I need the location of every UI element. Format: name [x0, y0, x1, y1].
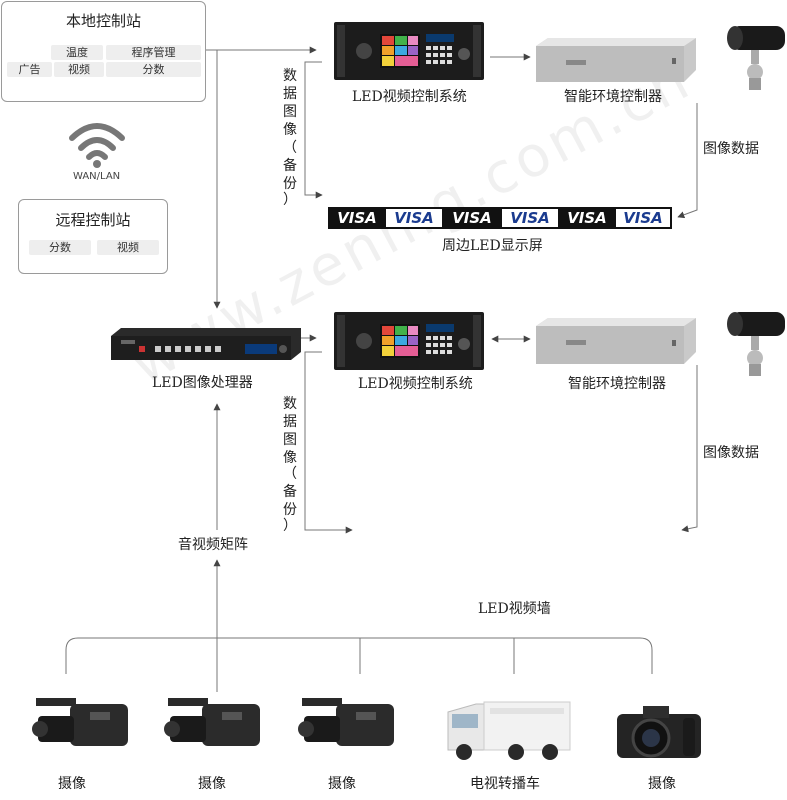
chip-remote-score: 分数 — [29, 240, 91, 255]
visa-tile: VISA — [330, 209, 384, 227]
chip-score: 分数 — [106, 62, 201, 77]
env-controller-label-middle: 智能环境控制器 — [568, 376, 666, 392]
chip-remote-video: 视频 — [97, 240, 159, 255]
chip-program-management: 程序管理 — [106, 45, 201, 60]
visa-tile: VISA — [386, 209, 442, 227]
source-label-camera-4: 摄像 — [648, 776, 676, 792]
source-label-camera-2: 摄像 — [198, 776, 226, 792]
visa-tile: VISA — [444, 209, 500, 227]
env-controller-device-top — [536, 38, 696, 82]
env-controller-label-top: 智能环境控制器 — [564, 89, 662, 105]
led-control-label-top: LED视频控制系统 — [352, 89, 467, 105]
remote-control-station: 远程控制站 分数 视频 — [18, 199, 168, 274]
led-control-label-middle: LED视频控制系统 — [358, 376, 473, 392]
chip-ads: 广告 — [7, 62, 52, 77]
visa-tile: VISA — [616, 209, 670, 227]
env-controller-device-middle — [536, 318, 696, 364]
security-camera-icon-middle — [727, 312, 785, 376]
dslr-camera-icon — [617, 706, 701, 758]
security-camera-icon-top — [727, 26, 785, 90]
wifi-icon — [69, 123, 125, 168]
local-station-title: 本地控制站 — [65, 12, 141, 30]
remote-station-title: 远程控制站 — [55, 211, 131, 229]
broadcast-truck-icon — [447, 701, 571, 760]
led-video-control-device-middle — [334, 312, 484, 370]
local-control-station: 本地控制站 温度 程序管理 广告 视频 分数 — [1, 1, 206, 102]
visa-tile: VISA — [502, 209, 558, 227]
source-label-camera-1: 摄像 — [58, 776, 86, 792]
source-label-broadcast-truck: 电视转播车 — [470, 776, 540, 792]
processor-label: LED图像处理器 — [152, 375, 253, 391]
perimeter-screen-label: 周边LED显示屏 — [442, 238, 543, 254]
image-data-label-middle: 图像数据 — [703, 445, 759, 461]
network-label: WAN/LAN — [73, 171, 121, 182]
perimeter-led-screen: VISA VISA VISA VISA VISA VISA — [328, 207, 672, 229]
camcorder-icon — [32, 698, 128, 746]
av-matrix-label: 音视频矩阵 — [178, 537, 248, 553]
led-image-processor-device — [111, 328, 301, 360]
image-data-label-top: 图像数据 — [703, 141, 759, 157]
chip-temperature: 温度 — [51, 45, 103, 60]
chip-video: 视频 — [54, 62, 104, 77]
camcorder-icon — [164, 698, 260, 746]
visa-tile: VISA — [560, 209, 614, 227]
source-label-camera-3: 摄像 — [328, 776, 356, 792]
camcorder-icon — [298, 698, 394, 746]
video-wall-label: LED视频墙 — [478, 601, 551, 617]
led-video-control-device-top — [334, 22, 484, 80]
